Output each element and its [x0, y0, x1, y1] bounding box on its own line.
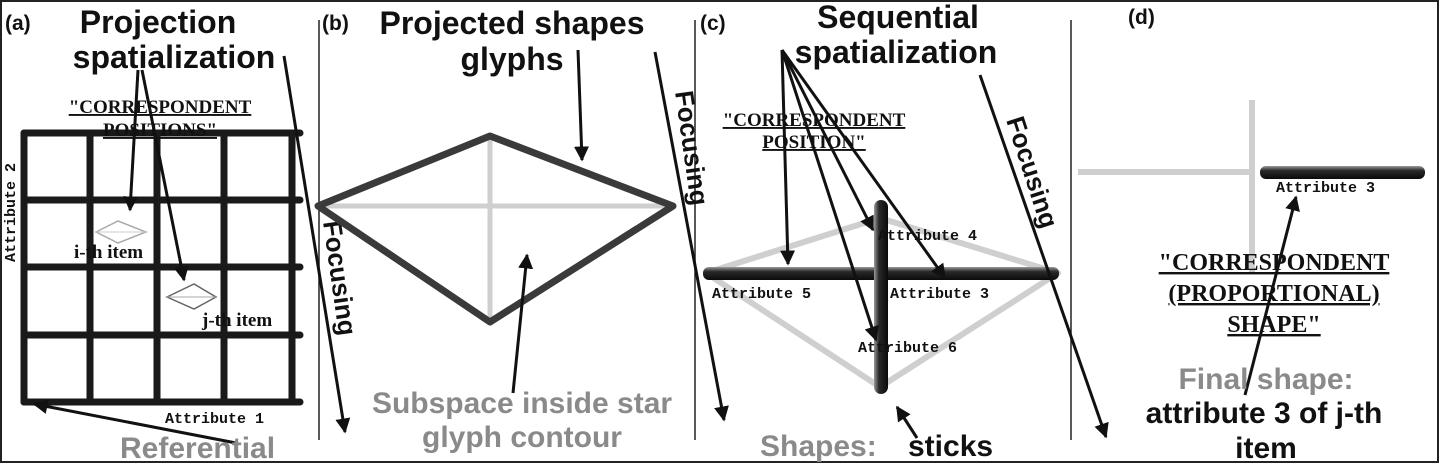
panel-d-attribute-3-label: Attribute 3: [1276, 180, 1375, 197]
panel-c: (c) Sequential spatialization "CORRESPON…: [700, 0, 1109, 463]
arrow-to-i-th: [123, 69, 140, 212]
panel-b-bottom-line1: Subspace inside star: [372, 387, 672, 420]
stick-vertical: [874, 200, 888, 394]
panel-c-title-line1: Sequential: [817, 0, 979, 35]
final-shape-label: Final shape:: [1178, 363, 1353, 396]
panel-d-quote-line3: SHAPE": [1227, 312, 1320, 338]
panel-b: (b) Projected shapes glyphs Focusing Sub…: [314, 5, 729, 454]
panel-b-title-line1: Projected shapes: [380, 5, 645, 41]
referential-grid: [20, 129, 304, 406]
arrow-to-glyph-contour: [574, 49, 590, 162]
panel-b-focusing-arrow: [653, 51, 729, 422]
panel-c-focusing-arrow: [978, 74, 1109, 439]
j-th-item-label: j-th item: [201, 310, 272, 331]
panel-b-bottom-line2: glyph contour: [422, 421, 622, 454]
panel-c-title-line2: spatialization: [795, 34, 998, 70]
sticks-label: sticks: [908, 430, 993, 463]
panel-c-focusing-label: Focusing: [1000, 113, 1064, 232]
panel-c-arrow-fan: [780, 49, 947, 342]
panel-b-focusing-label: Focusing: [669, 89, 715, 208]
panel-a-title-line2: spatialization: [73, 39, 276, 75]
referential-label: Referential: [120, 432, 275, 464]
arrow-to-subspace: [511, 253, 534, 394]
panel-a-focusing-label: Focusing: [317, 219, 363, 338]
panel-d-quote-line1: "CORRESPONDENT: [1159, 250, 1390, 276]
arrow-to-sticks: [895, 405, 919, 439]
panel-a-axis-x: Attribute 1: [165, 411, 264, 428]
attribute-5-label: Attribute 5: [712, 286, 811, 303]
panel-c-quote-line2: POSITION": [762, 132, 865, 153]
attribute-3-label: Attribute 3: [890, 286, 989, 303]
panel-c-quote-line1: "CORRESPONDENT: [723, 110, 906, 131]
panel-b-title-line2: glyphs: [460, 41, 563, 77]
panel-a: (a) Projection spatialization "CORRESPON…: [3, 4, 363, 464]
star-glyph-contour: [314, 132, 677, 326]
panel-a-quote-line1: "CORRESPONDENT: [69, 97, 252, 118]
panel-d: (d) Attribute 3 "CORRESPONDENT (PROPORTI…: [1078, 6, 1425, 464]
arrow-to-final-stick: [1243, 195, 1300, 396]
panel-b-label: (b): [322, 12, 349, 35]
attribute-6-label: Attribute 6: [858, 340, 957, 357]
final-shape-line1: attribute 3 of j-th: [1146, 397, 1383, 430]
shapes-label: Shapes:: [760, 430, 877, 463]
i-th-item-label: i-th item: [74, 242, 143, 263]
attribute-4-label: Attribute 4: [878, 228, 977, 245]
panel-a-label: (a): [5, 12, 31, 35]
final-stick: [1260, 166, 1425, 179]
panel-c-label: (c): [700, 12, 726, 35]
panel-a-quote-line2: POSITIONS": [103, 120, 217, 141]
panel-a-axis-y: Attribute 2: [3, 163, 20, 262]
final-shape-line2: item: [1235, 432, 1297, 464]
panel-a-title-line1: Projection: [80, 4, 236, 40]
arrow-to-j-th: [140, 69, 189, 282]
panel-d-label: (d): [1128, 6, 1155, 29]
arrow-to-referential: [32, 399, 237, 445]
panel-a-focusing-arrow: [282, 55, 351, 434]
